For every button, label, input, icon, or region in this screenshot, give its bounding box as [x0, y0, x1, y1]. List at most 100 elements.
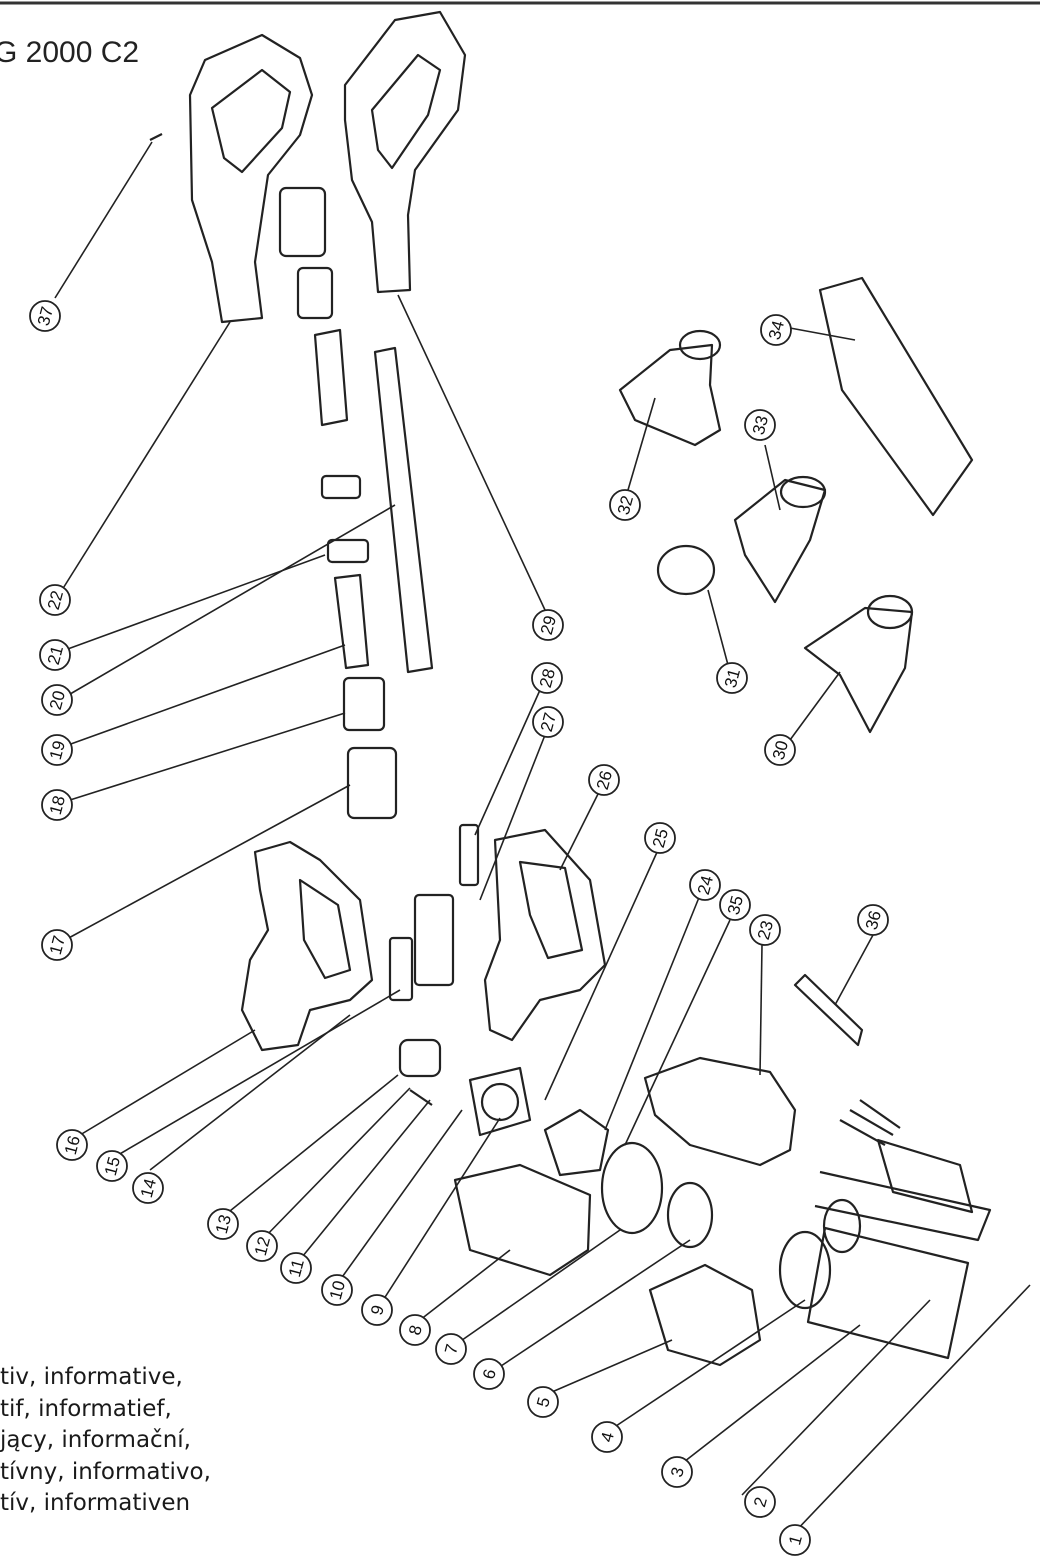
callout-label: 24 — [694, 874, 717, 897]
callout-label: 23 — [754, 919, 777, 942]
callout-circle — [764, 734, 796, 766]
callout-19: 19 — [41, 734, 73, 766]
leader-28 — [474, 689, 541, 836]
callout-7: 7 — [435, 1333, 467, 1365]
callout-circle — [361, 1294, 393, 1326]
callout-label: 19 — [46, 739, 69, 762]
callout-label: 28 — [536, 667, 559, 690]
leader-lines — [54, 141, 1031, 1536]
impeller-24 — [543, 1108, 610, 1177]
callout-label: 27 — [537, 711, 560, 734]
tube-frame — [814, 1170, 992, 1242]
callout-label: 20 — [46, 689, 69, 712]
info-note: tiv, informative, tif, informatief, jący… — [0, 1362, 211, 1520]
callout-circle — [749, 914, 781, 946]
leader-25 — [544, 849, 659, 1101]
motor-13 — [398, 1038, 442, 1078]
leader-36 — [834, 934, 874, 1006]
callout-circle — [132, 1172, 164, 1204]
callout-circle — [321, 1274, 353, 1306]
callout-14: 14 — [132, 1172, 164, 1204]
trigger-28 — [458, 823, 480, 887]
housing-left-window — [298, 878, 352, 980]
callout-31: 31 — [716, 662, 748, 694]
callout-label: 11 — [285, 1257, 308, 1279]
callout-label: 33 — [749, 414, 772, 437]
coil-wire-b — [849, 1109, 894, 1136]
callout-18: 18 — [41, 789, 73, 821]
callout-27: 27 — [532, 706, 564, 738]
callout-34: 34 — [760, 314, 792, 346]
callout-circle — [41, 789, 73, 821]
handle-right-inner — [370, 53, 442, 170]
blow-tube-outer — [806, 1226, 970, 1360]
leader-11 — [297, 1099, 431, 1263]
callout-15: 15 — [96, 1150, 128, 1182]
callout-circle — [207, 1208, 239, 1240]
handle-left-half — [188, 33, 314, 324]
clip-lower — [326, 538, 370, 564]
callout-1: 1 — [779, 1524, 811, 1556]
leader-16 — [79, 1029, 256, 1136]
leader-6 — [494, 1239, 691, 1371]
housing-right — [483, 828, 607, 1042]
leader-27 — [479, 734, 546, 901]
callout-circle — [531, 662, 563, 694]
motor-housing-lower — [453, 1163, 592, 1277]
callout-4: 4 — [591, 1421, 623, 1453]
leader-18 — [69, 712, 346, 801]
knurled-nut-18 — [346, 746, 398, 820]
leader-3 — [679, 1324, 861, 1466]
callout-label: 25 — [649, 827, 672, 850]
clip-upper — [320, 474, 362, 500]
fan-housing-9 — [468, 1066, 532, 1137]
callout-17: 17 — [41, 929, 73, 961]
callout-20: 20 — [41, 684, 73, 716]
callout-label: 10 — [326, 1279, 349, 1302]
callout-circle — [689, 869, 721, 901]
leader-15 — [117, 989, 401, 1156]
leader-24 — [604, 894, 701, 1131]
note-line: tív, informativen — [0, 1490, 191, 1516]
switch-lever — [388, 936, 414, 1002]
callout-circle — [473, 1358, 505, 1390]
leader-29 — [397, 294, 546, 611]
callout-12: 12 — [246, 1230, 278, 1262]
screw-37 — [149, 133, 163, 141]
callout-22: 22 — [39, 584, 71, 616]
callout-24: 24 — [689, 869, 721, 901]
callouts: 1234567891011121314151617181920212223242… — [29, 300, 889, 1556]
leader-17 — [64, 784, 351, 941]
knurled-nut-19 — [342, 676, 386, 732]
callout-32: 32 — [609, 489, 641, 521]
callout-16: 16 — [56, 1129, 88, 1161]
callout-label: 21 — [44, 644, 67, 667]
fan-cover-7 — [600, 1141, 664, 1235]
callout-30: 30 — [764, 734, 796, 766]
callout-label: 12 — [251, 1235, 274, 1258]
motor-housing-upper — [643, 1056, 797, 1167]
heating-coil-1 — [876, 1138, 974, 1214]
leader-8 — [419, 1249, 511, 1321]
callout-label: 29 — [537, 614, 560, 637]
callout-label: 15 — [101, 1155, 124, 1178]
leader-7 — [454, 1229, 621, 1346]
callout-circle — [661, 1456, 693, 1488]
coil-wire-c — [859, 1099, 901, 1129]
diagram-title: G 2000 C2 — [0, 36, 140, 69]
callout-label: 37 — [34, 305, 57, 328]
callout-29: 29 — [532, 609, 564, 641]
leader-23 — [759, 944, 763, 1076]
callout-circle — [96, 1150, 128, 1182]
leader-22 — [61, 321, 231, 591]
callout-circle — [716, 662, 748, 694]
switch-block — [413, 893, 455, 987]
callout-label: 30 — [769, 739, 792, 762]
flat-nozzle-neck — [866, 594, 914, 630]
coupling-top — [296, 266, 334, 320]
leader-35 — [624, 919, 731, 1146]
callout-circle — [527, 1386, 559, 1418]
callout-33: 33 — [744, 409, 776, 441]
leader-9 — [379, 1117, 501, 1306]
